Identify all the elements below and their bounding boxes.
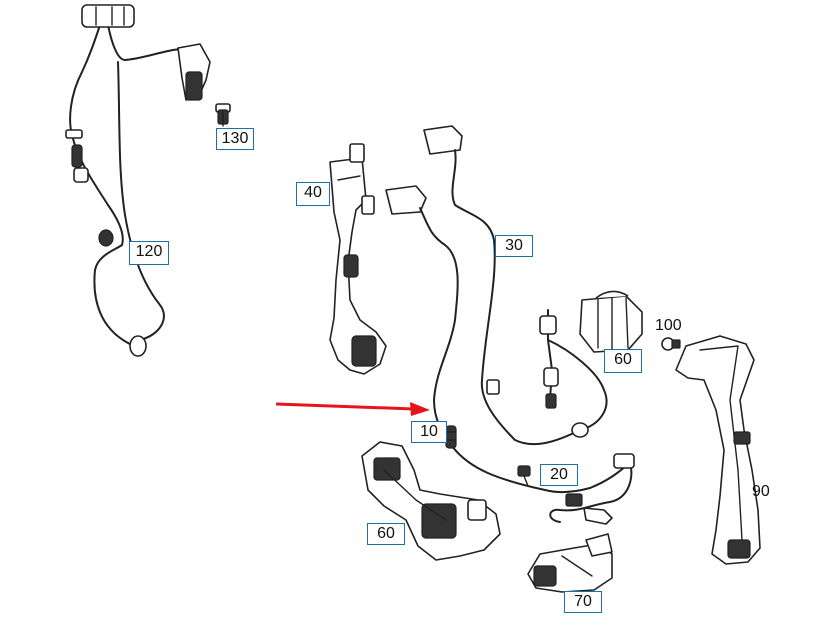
bracket-90 [675, 335, 761, 565]
clip-60-top [579, 290, 643, 353]
callout-60-bottom: 60 [367, 523, 405, 545]
speed-sensor [539, 309, 559, 409]
callout-40: 40 [296, 182, 330, 206]
bracket-60-bottom [361, 441, 501, 561]
callout-70: 70 [564, 591, 602, 613]
pointer-arrow [275, 402, 430, 416]
callout-30: 30 [495, 235, 533, 257]
bolt-20 [517, 465, 531, 487]
label-100: 100 [655, 317, 682, 334]
callout-120: 120 [129, 241, 169, 265]
label-90: 90 [752, 483, 770, 500]
bolt-130 [215, 103, 231, 127]
bracket-40 [329, 143, 387, 375]
callout-130: 130 [216, 128, 254, 150]
callout-20: 20 [540, 464, 578, 486]
bracket-70 [527, 533, 613, 593]
callout-10: 10 [411, 421, 447, 443]
sensor-wire-30 [423, 125, 608, 446]
callout-60-top: 60 [604, 349, 642, 373]
wiring-harness-120 [65, 4, 211, 357]
bolt-100 [661, 337, 681, 351]
sensor-wire-10 [385, 185, 635, 525]
